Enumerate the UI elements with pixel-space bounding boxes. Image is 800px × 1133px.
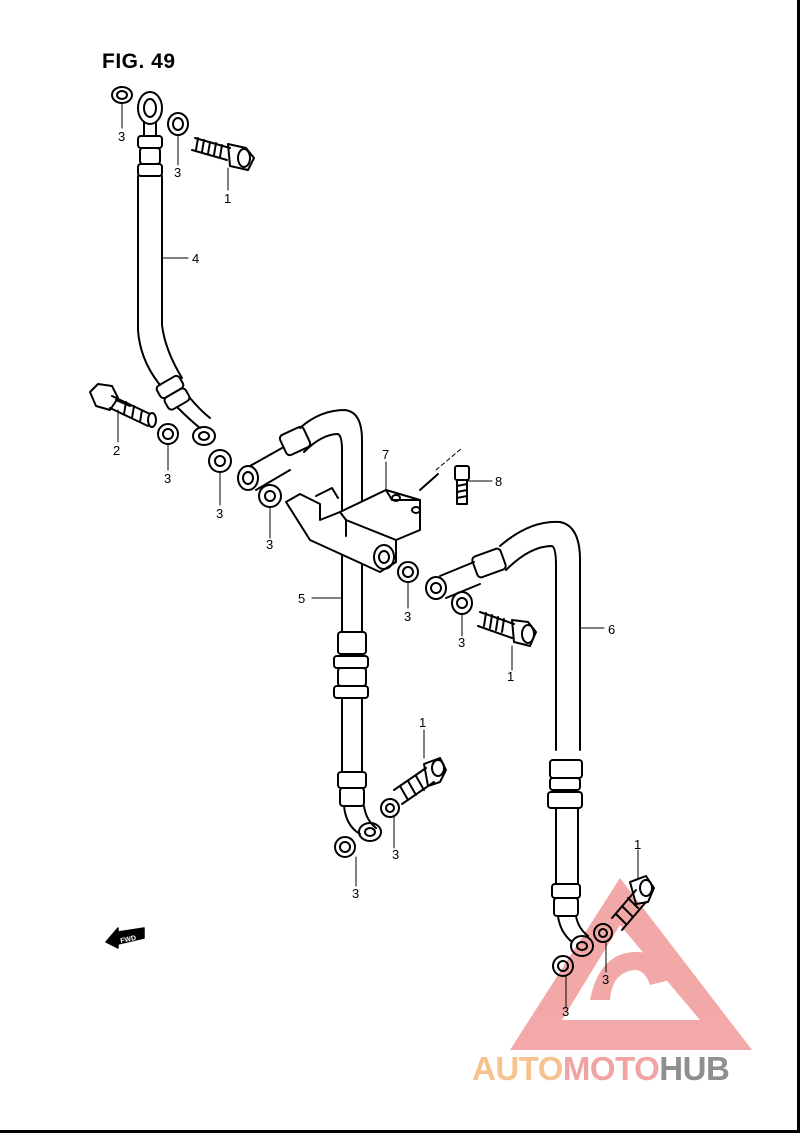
washer-lower-mid-2 (334, 836, 356, 858)
callout-union-bolt-1: 1 (419, 715, 427, 730)
washer-left-mid-2 (208, 449, 232, 473)
bolt-8 (435, 447, 470, 505)
watermark-hub: HUB (659, 1050, 730, 1087)
callout-union-bolt-1: 1 (634, 837, 642, 852)
callout-washer-3: 3 (174, 165, 182, 180)
washer-top-mid (167, 112, 189, 136)
hose-joint-7 (285, 473, 439, 573)
callout-washer-3: 3 (562, 1004, 570, 1019)
washer-center-right (397, 561, 419, 583)
union-bolt-lower-mid (393, 757, 447, 805)
callout-union-bolt-2: 2 (113, 443, 121, 458)
callout-union-bolt-1: 1 (507, 669, 515, 684)
washer-center-left (258, 484, 282, 508)
watermark-auto: AUTO (472, 1050, 563, 1087)
callout-washer-3: 3 (216, 506, 224, 521)
callout-washer-3: 3 (392, 847, 400, 862)
callout-washer-3: 3 (458, 635, 466, 650)
union-bolt-lower-right (611, 875, 655, 931)
washer-left-mid-1 (157, 423, 179, 445)
watermark-moto: MOTO (562, 1050, 660, 1087)
callout-washer-3: 3 (266, 537, 274, 552)
callout-hose-joint-7: 7 (382, 447, 390, 462)
leader-lines (117, 102, 639, 1009)
callout-washer-3: 3 (164, 471, 172, 486)
washer-lower-right-1 (593, 923, 613, 943)
union-bolt-2 (89, 383, 157, 428)
washer-lower-right-2 (552, 955, 574, 977)
union-bolt-top (191, 137, 255, 171)
callout-brake-hose-4: 4 (192, 251, 200, 266)
washer-top-left (111, 86, 133, 104)
callout-washer-3: 3 (352, 886, 360, 901)
callout-washer-3: 3 (118, 129, 126, 144)
watermark-text: AUTOMOTOHUB (472, 1050, 730, 1088)
brake-hose-5 (237, 409, 382, 842)
fwd-label: FWD (120, 935, 137, 945)
callout-brake-hose-6: 6 (608, 622, 616, 637)
figure-title: FIG. 49 (102, 50, 176, 73)
forward-arrow-icon (105, 927, 145, 949)
watermark-logo (510, 878, 752, 1050)
washer-lower-mid-1 (380, 798, 400, 818)
callout-brake-hose-5: 5 (298, 591, 306, 606)
brake-hose-4 (137, 91, 216, 446)
union-bolt-right (477, 611, 537, 647)
brake-hose-6 (425, 520, 594, 957)
callout-washer-3: 3 (404, 609, 412, 624)
callout-bolt-8: 8 (495, 474, 503, 489)
callout-washer-3: 3 (602, 972, 610, 987)
callout-union-bolt-1: 1 (224, 191, 232, 206)
